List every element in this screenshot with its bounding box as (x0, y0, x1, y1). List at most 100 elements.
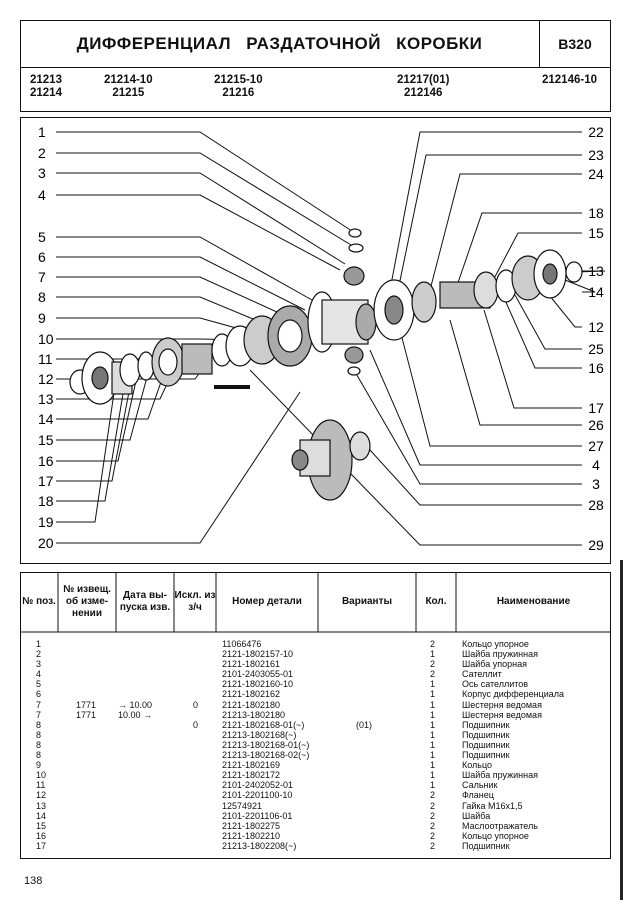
table-cell-part: 2101-2403055-01 (222, 669, 294, 680)
table-cell-notice (76, 780, 96, 790)
table-cell-pos: 1 (36, 639, 42, 649)
callout-right-label: 24 (588, 166, 604, 182)
callout-left-label: 2 (38, 145, 46, 161)
callout-left-label: 9 (38, 310, 46, 326)
callout-leader (487, 232, 582, 291)
table-cell-part: 2101-2201106-01 (222, 810, 293, 821)
table-cell-qty: 1 (430, 699, 436, 710)
table-cell-var (356, 679, 372, 689)
table-cell-var (356, 821, 372, 831)
table-cell-excl (193, 821, 198, 831)
column-header-notice: № извещ. об изме-нении (63, 584, 111, 619)
callout-right-label: 3 (592, 476, 600, 492)
callout-left-label: 16 (38, 453, 54, 469)
table-cell-excl (193, 649, 198, 659)
table-cell-notice (76, 649, 96, 659)
table-cell-part: 2121-1802172 (222, 770, 281, 781)
table-cell-pos: 2 (36, 649, 42, 660)
table-cell-part: 12574921 (222, 800, 263, 811)
callout-leader (56, 371, 139, 462)
callout-right-label: 4 (592, 457, 600, 473)
assembled-bearing (349, 431, 371, 461)
table-cell-pos: 8 (36, 739, 42, 750)
table-cell-date (118, 801, 152, 811)
callout-leader (56, 152, 357, 249)
table-cell-excl (193, 740, 198, 750)
table-cell-part: 21213-1802180 (222, 709, 286, 720)
table-cell-excl (193, 780, 198, 790)
table-cell-excl (193, 689, 198, 699)
callout-left-label: 8 (38, 289, 46, 305)
table-cell-var (356, 760, 372, 770)
table-cell-part: 2121-1802161 (222, 659, 281, 670)
table-cell-part: 2121-1802168-01(~) (222, 719, 305, 730)
table-cell-date (118, 831, 152, 841)
table-cell-var (356, 689, 372, 699)
table-cell-name: Кольцо упорное (462, 830, 529, 841)
assembled-hub (291, 449, 309, 471)
callout-right-label: 18 (588, 205, 604, 221)
table-cell-name: Подшипник (462, 840, 510, 851)
model-number: 21217(01) (397, 74, 450, 86)
table-cell-notice (76, 730, 96, 740)
table-cell-notice: 1771 (76, 699, 97, 710)
table-cell-excl (193, 770, 198, 780)
table-cell-name: Фланец (462, 790, 494, 801)
callout-left-label: 17 (38, 473, 54, 489)
model-number: 21216 (222, 87, 255, 99)
table-cell-date (118, 770, 152, 780)
table-cell-date (118, 720, 152, 730)
column-header-variants: Варианты (341, 596, 393, 607)
table-cell-notice (76, 689, 96, 699)
table-cell-pos: 16 (36, 830, 47, 841)
callout-left-label: 12 (38, 371, 54, 387)
thrust-ring-part (348, 228, 362, 238)
driven-gear-hub (277, 319, 303, 353)
callout-right-label: 16 (588, 360, 604, 376)
model-number: 21215-10 (214, 74, 263, 86)
column-header-qty: Кол. (425, 596, 447, 607)
table-cell-notice (76, 669, 96, 679)
table-cell-excl: 0 (193, 699, 199, 710)
table-cell-pos: 14 (36, 810, 47, 821)
table-cell-pos: 4 (36, 669, 42, 680)
table-cell-part: 2121-1802275 (222, 820, 281, 831)
callout-left-label: 19 (38, 514, 54, 530)
callout-leader (514, 294, 582, 350)
table-cell-excl: 0 (193, 719, 199, 730)
table-cell-part: 21213-1802168-01(~) (222, 739, 310, 750)
table-cell-date (118, 750, 152, 760)
callout-leader (395, 154, 582, 301)
table-cell-notice (76, 750, 96, 760)
column-header-name: Наименование (496, 596, 571, 607)
model-number: 21213 (30, 74, 62, 86)
table-cell-var (356, 649, 372, 659)
table-cell-name: Кольцо (462, 760, 493, 771)
table-cell-notice (76, 790, 96, 800)
table-cell-part: 2121-1802157-10 (222, 649, 294, 660)
callout-right-label: 28 (588, 497, 604, 513)
table-cell-excl (193, 659, 198, 669)
table-cell-part: 2101-2402052-01 (222, 780, 294, 791)
callout-right-label: 22 (588, 124, 604, 140)
table-cell-excl (193, 790, 198, 800)
shaft-part (181, 343, 213, 375)
model-number: 212146 (404, 87, 443, 99)
table-cell-qty: 1 (430, 679, 436, 690)
table-cell-date (118, 790, 152, 800)
table-cell-excl (193, 710, 198, 720)
callout-left-label: 4 (38, 187, 46, 203)
table-cell-part: 21213-1802208(~) (222, 840, 297, 851)
thrust-washer-part (347, 366, 361, 376)
table-cell-qty: 1 (430, 709, 436, 720)
callout-left-label: 15 (38, 432, 54, 448)
model-number: 212146-10 (542, 74, 597, 86)
callout-leader (56, 296, 271, 327)
page-number: 138 (24, 875, 43, 887)
table-cell-var (356, 770, 372, 780)
table-cell-qty: 2 (430, 840, 436, 851)
